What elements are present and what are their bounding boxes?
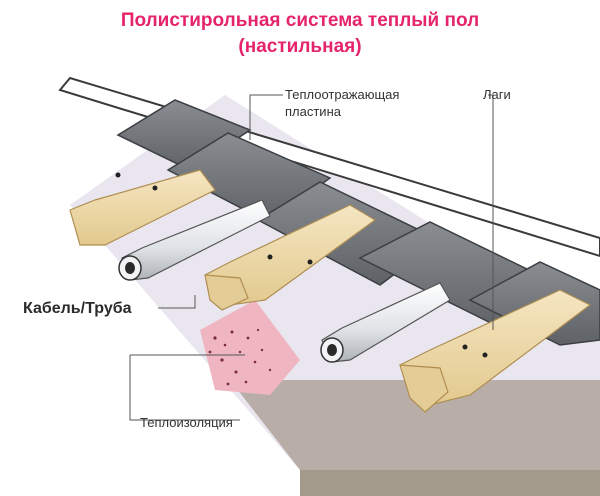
title-line-2: (настильная) [238, 36, 362, 57]
leader-cable-pipe [158, 295, 196, 309]
label-cable-pipe: Кабель/Труба [23, 300, 132, 317]
pipe-2 [320, 282, 451, 363]
diagram-title: Полистирольная система теплый пол (насти… [0, 8, 600, 60]
label-reflective-plate-line-1: Теплоотражающая [285, 87, 400, 102]
joist-2 [204, 204, 377, 311]
pipes [118, 199, 451, 363]
leader-lines [129, 94, 494, 421]
joist-3 [399, 289, 592, 413]
pipe-1 [118, 199, 271, 281]
title-line-1: Полистирольная система теплый пол [120, 10, 480, 31]
label-insulation: Теплоизоляция [140, 415, 233, 430]
insulation-layer [200, 300, 300, 395]
joists [69, 169, 592, 413]
leader-insulation-2 [129, 355, 240, 421]
label-reflective-plate: Теплоотражающая пластина [285, 86, 399, 120]
label-joists: Лаги [483, 87, 511, 102]
leader-joists [488, 94, 494, 330]
label-reflective-plate-line-2: пластина [285, 104, 341, 119]
joist-1 [69, 169, 216, 246]
leader-reflective-plate [249, 94, 283, 140]
